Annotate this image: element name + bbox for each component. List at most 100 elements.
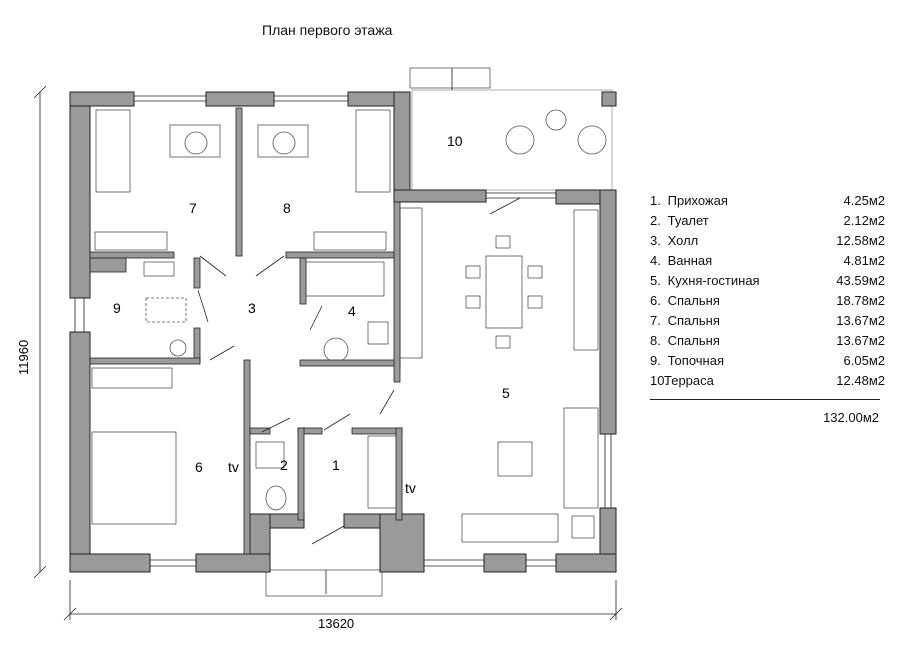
legend-name: 4. Ванная <box>650 253 713 268</box>
wall <box>205 91 275 107</box>
chair <box>184 131 208 155</box>
chair <box>272 131 296 155</box>
wall <box>195 553 271 573</box>
door <box>261 417 291 433</box>
legend-name: 2. Туалет <box>650 213 709 228</box>
door <box>323 413 351 431</box>
wall <box>69 91 91 299</box>
door <box>379 389 395 415</box>
legend-row: 5. Кухня-гостиная 43.59м2 <box>650 271 885 291</box>
door <box>255 255 285 277</box>
chair <box>495 235 511 249</box>
door <box>209 345 235 361</box>
legend-name: 1. Прихожая <box>650 193 728 208</box>
bed <box>91 431 177 525</box>
partition <box>243 359 251 555</box>
partition <box>249 427 271 435</box>
legend-area: 13.67м2 <box>836 313 885 328</box>
chair <box>527 265 543 279</box>
partition <box>89 257 127 273</box>
cabinet <box>573 209 599 351</box>
plan-title: План первого этажа <box>262 22 393 38</box>
pump <box>169 339 187 357</box>
door <box>199 255 227 277</box>
legend-area: 18.78м2 <box>836 293 885 308</box>
legend-divider <box>650 399 880 400</box>
wall <box>393 189 487 203</box>
legend-area: 12.58м2 <box>836 233 885 248</box>
wardrobe <box>367 435 399 509</box>
wall <box>69 91 135 107</box>
wall <box>555 553 617 573</box>
room-label-2: 2 <box>280 457 288 473</box>
partition <box>235 107 243 257</box>
floor-plan: 10 7 8 9 3 4 5 6 2 1 tv tv 13620 11960 <box>16 67 623 631</box>
legend-name: 3. Холл <box>650 233 699 248</box>
windows <box>74 95 612 567</box>
legend-name: 7. Спальня <box>650 313 720 328</box>
sofa <box>461 513 559 543</box>
toilet <box>265 485 287 511</box>
chair <box>527 295 543 309</box>
legend-area: 13.67м2 <box>836 333 885 348</box>
chair <box>465 295 481 309</box>
width-dimension: 13620 <box>318 616 354 631</box>
partition <box>285 251 395 259</box>
terrace-slab <box>411 89 613 191</box>
door <box>489 197 521 215</box>
tv-label: tv <box>228 459 239 475</box>
terrace-armchair <box>505 125 535 155</box>
partition <box>351 427 403 435</box>
tank <box>145 297 187 323</box>
room-label-8: 8 <box>283 200 291 216</box>
room-label-6: 6 <box>195 459 203 475</box>
partition <box>299 359 401 367</box>
partition <box>89 357 201 365</box>
sink <box>323 337 349 363</box>
legend-area: 6.05м2 <box>843 353 885 368</box>
partition <box>395 427 403 521</box>
legend-row: 6. Спальня 18.78м2 <box>650 291 885 311</box>
partition <box>89 251 175 259</box>
kitchen-counter <box>399 207 423 359</box>
legend-name: 10.Терраса <box>650 373 714 388</box>
dimension-lines <box>33 85 623 621</box>
room-label-4: 4 <box>348 303 356 319</box>
chair <box>495 335 511 349</box>
coffee-table <box>497 441 533 477</box>
legend-area: 4.81м2 <box>843 253 885 268</box>
sink <box>255 441 285 469</box>
wardrobe <box>91 367 173 389</box>
partition <box>193 327 201 363</box>
wall <box>393 91 411 195</box>
dining-table <box>485 255 523 329</box>
legend-row: 7. Спальня 13.67м2 <box>650 311 885 331</box>
wall <box>379 513 425 573</box>
legend-area: 2.12м2 <box>843 213 885 228</box>
desk <box>257 124 309 158</box>
wall <box>483 553 527 573</box>
terrace-table <box>545 109 567 131</box>
door <box>197 289 209 323</box>
terrace-armchair <box>577 125 607 155</box>
total-area: 132.00м2 <box>823 410 879 425</box>
wardrobe <box>94 231 168 251</box>
wardrobe <box>313 231 387 251</box>
legend-area: 4.25м2 <box>843 193 885 208</box>
partition <box>193 257 201 289</box>
room-label-1: 1 <box>332 457 340 473</box>
sofa <box>563 407 599 509</box>
legend-area: 43.59м2 <box>836 273 885 288</box>
walls <box>69 91 617 573</box>
legend-row: 4. Ванная 4.81м2 <box>650 251 885 271</box>
wall <box>69 331 91 573</box>
partitions <box>89 107 403 555</box>
toilet <box>367 321 389 345</box>
bed <box>95 109 131 193</box>
legend-name: 6. Спальня <box>650 293 720 308</box>
legend-name: 5. Кухня-гостиная <box>650 273 760 288</box>
dimension-tick <box>33 85 47 99</box>
bed <box>355 109 391 193</box>
wall <box>69 553 151 573</box>
